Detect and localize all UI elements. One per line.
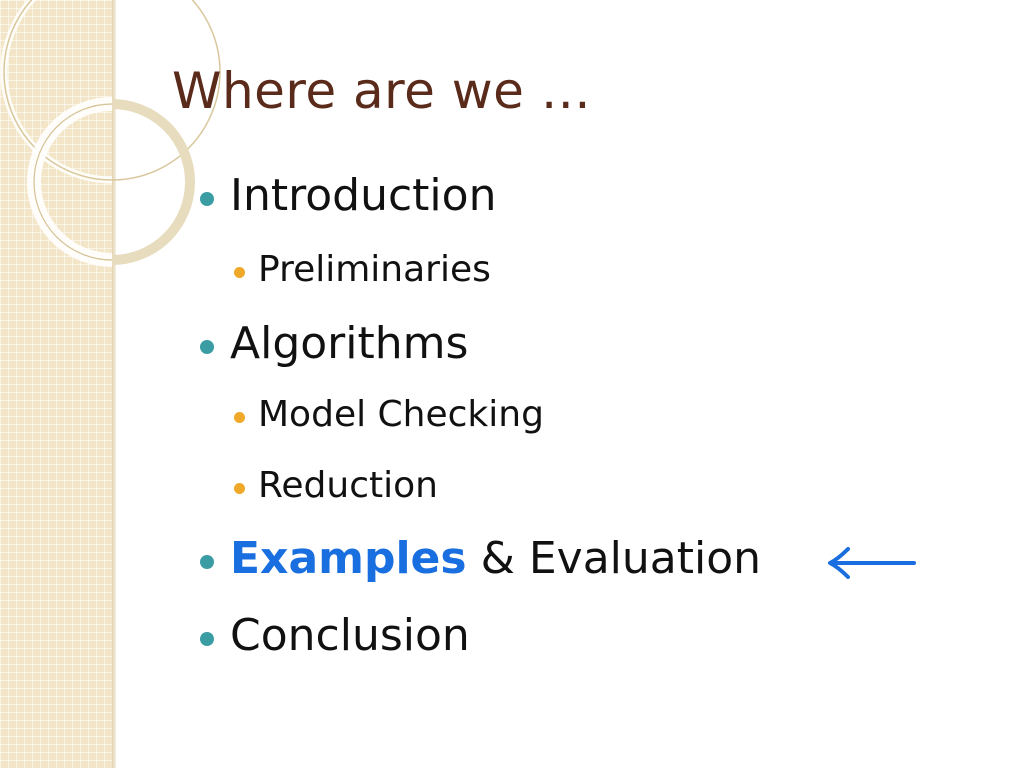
- agenda-subitem-reduction: Reduction: [234, 465, 438, 506]
- agenda-item-highlight: Examples: [230, 533, 467, 584]
- bullet-icon: [200, 192, 214, 206]
- agenda-subitem-model-checking: Model Checking: [234, 394, 544, 435]
- bullet-icon: [234, 267, 245, 278]
- agenda-item-label: Preliminaries: [258, 249, 491, 290]
- agenda-item-label: & Evaluation: [466, 533, 762, 584]
- decorative-side-band: [0, 0, 112, 768]
- slide-title: Where are we …: [172, 62, 592, 120]
- agenda-item-label: Algorithms: [230, 318, 469, 369]
- agenda-item-label: Conclusion: [230, 610, 470, 661]
- agenda-item-algorithms: Algorithms: [200, 318, 469, 369]
- agenda-item-label: Model Checking: [258, 394, 544, 435]
- bullet-icon: [234, 412, 245, 423]
- agenda-item-introduction: Introduction: [200, 170, 497, 221]
- left-arrow-icon: [828, 547, 916, 579]
- agenda-item-label: Reduction: [258, 465, 438, 506]
- agenda-item-conclusion: Conclusion: [200, 610, 470, 661]
- bullet-icon: [200, 555, 214, 569]
- agenda-item-label: Introduction: [230, 170, 497, 221]
- bullet-icon: [234, 483, 245, 494]
- agenda-item-examples-evaluation: Examples & Evaluation: [200, 533, 762, 584]
- side-band-edge: [112, 0, 116, 768]
- bullet-icon: [200, 632, 214, 646]
- agenda-subitem-preliminaries: Preliminaries: [234, 249, 491, 290]
- decorative-circles: [0, 0, 112, 267]
- bullet-icon: [200, 340, 214, 354]
